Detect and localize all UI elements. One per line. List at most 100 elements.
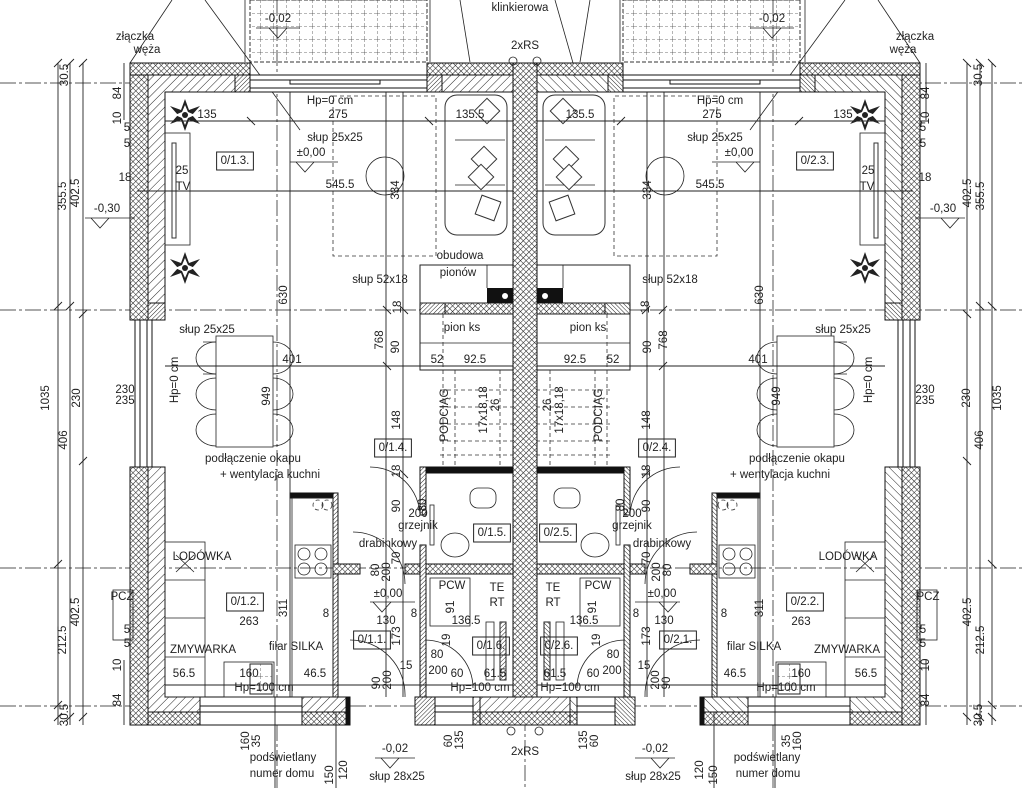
- label-d19-right: 19: [591, 634, 603, 647]
- label-d230v-left: 230: [71, 388, 83, 407]
- room-number-box: [539, 523, 577, 543]
- label-lod-right: LODÓWKA: [819, 550, 878, 563]
- room-number-room_a-right: 0/2.3.: [801, 155, 830, 167]
- label-d150-left: 150: [324, 765, 336, 784]
- label-d5d-left: 5: [124, 638, 130, 650]
- label-d565-right: 56.5: [855, 668, 877, 680]
- label-d200-right: 200: [622, 508, 641, 520]
- label-ob2-left: pionów: [440, 267, 477, 279]
- label-d80-left: 80: [417, 499, 429, 512]
- label-ok2-left: + wentylacja kuchni: [220, 469, 320, 481]
- label-lvl0-left: ±0,00: [297, 147, 326, 159]
- label-d130-right: 130: [654, 615, 673, 627]
- label-zl1-left: złączka: [116, 31, 155, 43]
- label-d90c-left: 90: [371, 677, 383, 690]
- downpipe-icons: [506, 0, 574, 736]
- label-d160b-right: 160: [792, 731, 804, 750]
- room-number-box: [540, 636, 578, 656]
- label-d84b-right: 84: [920, 693, 932, 706]
- label-d18b-right: 18: [640, 301, 652, 314]
- label-lvlb-left: -0,02: [382, 743, 408, 755]
- label-d70-left: 70: [391, 552, 403, 565]
- label-d150-right: 150: [708, 765, 720, 784]
- label-d5a-left: 5: [124, 122, 130, 134]
- room-number-room_f-left: 0/1.6.: [477, 640, 506, 652]
- label-d10-right: 10: [920, 112, 932, 125]
- label-d84b-left: 84: [112, 693, 124, 706]
- label-d3555-right: 355.5: [975, 182, 987, 211]
- label-d4025-right: 402.5: [962, 179, 974, 208]
- label-d615-left: 61.5: [484, 668, 506, 680]
- label-gr1-right: grzejnik: [612, 520, 652, 532]
- label-d615-right: 61.5: [544, 668, 566, 680]
- label-col2-right: słup 52x18: [642, 274, 698, 286]
- label-d230-left: 230: [115, 384, 134, 396]
- label-d120-right: 120: [694, 760, 706, 779]
- label-filar-right: filar SILKA: [727, 641, 782, 653]
- label-d8b-right: 8: [633, 608, 639, 620]
- label-d5b-left: 5: [124, 138, 130, 150]
- label-d4025-left: 402.5: [70, 179, 82, 208]
- label-ok1-right: podłączenie okapu: [749, 453, 845, 465]
- label-d235-right: 235: [915, 395, 934, 407]
- label-zl2-left: węża: [133, 44, 161, 56]
- label-d10-left: 10: [112, 112, 124, 125]
- label-d70-right: 70: [641, 552, 653, 565]
- label-d311-left: 311: [278, 599, 290, 617]
- label-2xrs-top: 2xRS: [511, 40, 539, 52]
- unit-left-geometry: [53, 0, 514, 788]
- label-d949-right: 949: [771, 386, 783, 405]
- label-d465-left: 46.5: [304, 668, 326, 680]
- room-number-room_d-right: 0/2.2.: [791, 596, 820, 608]
- label-pion-left: pion ks: [444, 322, 481, 334]
- label-pod2-left: numer domu: [250, 768, 315, 780]
- label-hp100a-right: Hp=100 cm: [756, 682, 815, 694]
- label-d230-right: 230: [915, 384, 934, 396]
- label-d80c-right: 80: [607, 649, 620, 661]
- label-lvl30-left: -0,30: [94, 203, 120, 215]
- label-d5455-right: 545.5: [696, 179, 725, 191]
- label-d90b-left: 90: [391, 500, 403, 513]
- room-number-box: [638, 438, 676, 458]
- label-col1-left: słup 25x25: [307, 132, 363, 144]
- label-stair-left: 17x18,18: [478, 386, 490, 433]
- label-d25-left: 25: [176, 165, 189, 177]
- label-d768-right: 768: [658, 330, 670, 349]
- label-d200d-left: 200: [382, 670, 394, 689]
- label-gr2-right: drabinkowy: [633, 538, 691, 550]
- room-number-box: [473, 523, 511, 543]
- label-d5d-right: 5: [920, 638, 926, 650]
- label-d401-right: 401: [748, 354, 767, 366]
- label-d5a-right: 5: [920, 122, 926, 134]
- label-d91-left: 91: [445, 601, 457, 614]
- label-d60-right: 60: [587, 668, 600, 680]
- label-stair-right: 17x18,18: [554, 386, 566, 433]
- label-d200b-left: 200: [381, 562, 393, 581]
- room-number-box: [226, 592, 264, 612]
- label-2xrs-bottom: 2xRS: [511, 746, 539, 758]
- label-d1035-left: 1035: [40, 385, 52, 411]
- label-d19-left: 19: [441, 634, 453, 647]
- label-d52-left: 52: [431, 354, 444, 366]
- label-d135-right: 135: [833, 109, 852, 121]
- label-d1365-left: 136.5: [452, 615, 481, 627]
- label-d630-right: 630: [754, 285, 766, 304]
- label-d26-left: 26: [490, 399, 502, 412]
- label-d263-left: 263: [239, 616, 258, 628]
- label-d1365-right: 136.5: [570, 615, 599, 627]
- label-d18b-left: 18: [392, 301, 404, 314]
- label-d3555-left: 355.5: [57, 182, 69, 211]
- room-number-room_e-right: 0/2.1.: [664, 634, 693, 646]
- label-pion-right: pion ks: [570, 322, 607, 334]
- label-d80b-right: 80: [662, 564, 674, 577]
- label-gr2-left: drabinkowy: [359, 538, 417, 550]
- label-d18c-right: 18: [641, 465, 653, 478]
- label-col1-right: słup 25x25: [687, 132, 743, 144]
- room-number-room_c-right: 0/2.5.: [544, 527, 573, 539]
- label-d18c-left: 18: [391, 465, 403, 478]
- label-d60-left: 60: [451, 668, 464, 680]
- label-pcw-right: PCW: [585, 580, 612, 592]
- label-podc-right: PODCIĄG: [593, 388, 605, 441]
- room-number-box: [374, 438, 412, 458]
